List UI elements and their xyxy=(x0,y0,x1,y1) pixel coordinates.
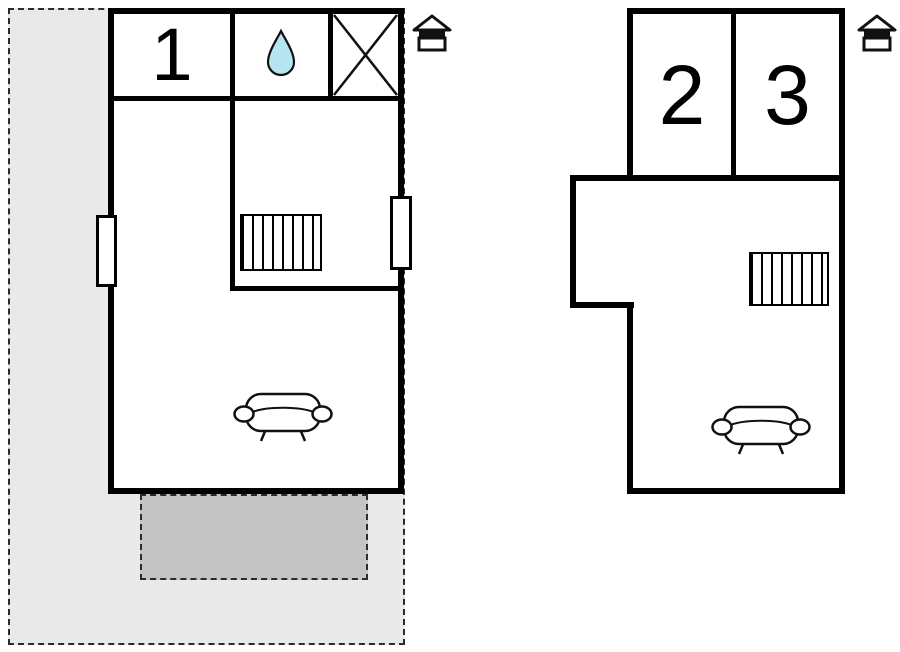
window-icon xyxy=(96,215,117,287)
sofa-icon xyxy=(711,405,811,455)
stairs-icon xyxy=(749,252,829,306)
terrace-area xyxy=(140,494,368,580)
water-drop-icon xyxy=(266,28,296,77)
room-2-label: 2 xyxy=(658,48,706,142)
house-marker-icon xyxy=(857,14,897,52)
room-1-label: 1 xyxy=(151,13,193,96)
right-building-notch xyxy=(570,175,634,308)
room-3-label: 3 xyxy=(764,48,811,142)
interior-wall xyxy=(230,14,235,291)
house-marker-icon xyxy=(412,14,452,52)
interior-wall xyxy=(230,286,398,291)
interior-wall xyxy=(630,175,845,181)
sofa-icon xyxy=(233,392,333,442)
window-icon xyxy=(390,196,412,270)
interior-wall xyxy=(731,14,736,181)
stairs-icon xyxy=(240,214,322,271)
crossed-box-icon xyxy=(333,14,398,96)
interior-wall xyxy=(328,14,333,101)
interior-wall xyxy=(114,96,398,101)
